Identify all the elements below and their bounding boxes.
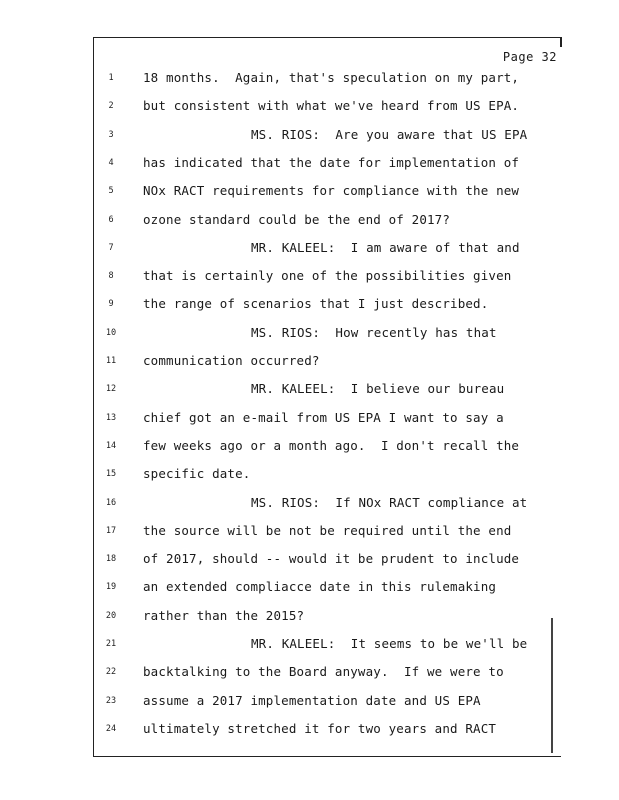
transcript-line: 21 MR. KALEEL: It seems to be we'll be xyxy=(0,634,619,654)
transcript-line: 23 assume a 2017 implementation date and … xyxy=(0,691,619,711)
transcript-line: 17 the source will be not be required unt… xyxy=(0,521,619,541)
line-text: ultimately stretched it for two years an… xyxy=(143,720,497,736)
line-number: 23 xyxy=(105,695,117,706)
line-text: MR. KALEEL: I am aware of that and xyxy=(251,239,520,255)
line-text: rather than the 2015? xyxy=(143,607,305,623)
transcript-line: 3 MS. RIOS: Are you aware that US EPA xyxy=(0,125,619,145)
line-text: the source will be not be required until… xyxy=(143,522,512,538)
line-text: backtalking to the Board anyway. If we w… xyxy=(143,664,504,680)
line-number: 3 xyxy=(108,129,114,140)
page-border-right-top xyxy=(560,37,562,47)
line-text: has indicated that the date for implemen… xyxy=(143,154,520,170)
line-number: 18 xyxy=(105,554,117,565)
line-number: 19 xyxy=(105,582,117,593)
line-text: ozone standard could be the end of 2017? xyxy=(143,211,451,227)
line-number: 8 xyxy=(108,271,114,282)
line-text: 18 months. Again, that's speculation on … xyxy=(143,70,520,85)
line-number: 1 xyxy=(108,73,114,83)
transcript-line: 16 MS. RIOS: If NOx RACT compliance at xyxy=(0,493,619,513)
line-number: 15 xyxy=(105,469,117,480)
line-text: few weeks ago or a month ago. I don't re… xyxy=(143,437,520,453)
line-text: MR. KALEEL: I believe our bureau xyxy=(251,381,505,397)
transcript-line: 9 the range of scenarios that I just desc… xyxy=(0,294,619,314)
line-number: 24 xyxy=(105,723,117,734)
line-text: but consistent with what we've heard fro… xyxy=(143,98,520,114)
line-number: 12 xyxy=(105,384,117,395)
transcript-line: 10 MS. RIOS: How recently has that xyxy=(0,323,619,343)
line-text: assume a 2017 implementation date and US… xyxy=(143,692,481,708)
line-number: 21 xyxy=(105,639,117,649)
transcript-line: 14 few weeks ago or a month ago. I don't … xyxy=(0,436,619,456)
line-text: communication occurred? xyxy=(143,353,320,368)
transcript-line: 1 18 months. Again, that's speculation on… xyxy=(0,68,619,88)
transcript-line: 20 rather than the 2015? xyxy=(0,606,619,626)
line-number: 14 xyxy=(105,440,117,451)
line-number: 6 xyxy=(108,214,114,225)
transcript-line: 4 has indicated that the date for impleme… xyxy=(0,153,619,173)
transcript-line: 15 specific date. xyxy=(0,464,619,484)
line-number: 16 xyxy=(105,497,117,508)
transcript-line: 24 ultimately stretched it for two years … xyxy=(0,719,619,739)
transcript-line: 18 of 2017, should -- would it be prudent… xyxy=(0,549,619,569)
line-text: MS. RIOS: How recently has that xyxy=(251,324,497,340)
line-number: 20 xyxy=(105,610,117,621)
line-text: NOx RACT requirements for compliance wit… xyxy=(143,183,520,199)
transcript-line: 12 MR. KALEEL: I believe our bureau xyxy=(0,379,619,399)
page-border-right-lower xyxy=(551,618,553,753)
line-text: of 2017, should -- would it be prudent t… xyxy=(143,551,520,567)
transcript-line: 5 NOx RACT requirements for compliance wi… xyxy=(0,181,619,201)
line-text: an extended compliacce date in this rule… xyxy=(143,579,497,595)
line-number: 4 xyxy=(108,157,114,168)
line-number: 22 xyxy=(105,667,117,678)
transcript-line: 8 that is certainly one of the possibilit… xyxy=(0,266,619,286)
transcript-line: 2 but consistent with what we've heard fr… xyxy=(0,96,619,116)
line-number: 17 xyxy=(105,525,117,536)
line-number: 11 xyxy=(105,356,117,366)
line-text: chief got an e-mail from US EPA I want t… xyxy=(143,409,504,425)
transcript-line: 6 ozone standard could be the end of 2017… xyxy=(0,210,619,230)
line-text: the range of scenarios that I just descr… xyxy=(143,296,489,312)
page-number: Page 32 xyxy=(502,50,557,64)
line-text: MR. KALEEL: It seems to be we'll be xyxy=(251,636,528,651)
transcript-line: 19 an extended compliacce date in this ru… xyxy=(0,577,619,597)
line-text: that is certainly one of the possibiliti… xyxy=(143,268,512,284)
transcript-line: 11 communication occurred? xyxy=(0,351,619,371)
line-text: MS. RIOS: If NOx RACT compliance at xyxy=(251,494,528,510)
line-number: 5 xyxy=(108,186,114,197)
line-number: 2 xyxy=(108,101,114,112)
page-border xyxy=(93,37,561,757)
transcript-line: 7 MR. KALEEL: I am aware of that and xyxy=(0,238,619,258)
transcript-line: 13 chief got an e-mail from US EPA I want… xyxy=(0,408,619,428)
line-text: specific date. xyxy=(143,466,251,482)
line-number: 10 xyxy=(105,327,117,338)
line-text: MS. RIOS: Are you aware that US EPA xyxy=(251,126,528,142)
line-number: 9 xyxy=(108,299,114,310)
line-number: 13 xyxy=(105,412,117,423)
transcript-line: 22 backtalking to the Board anyway. If we… xyxy=(0,662,619,682)
line-number: 7 xyxy=(108,242,114,253)
